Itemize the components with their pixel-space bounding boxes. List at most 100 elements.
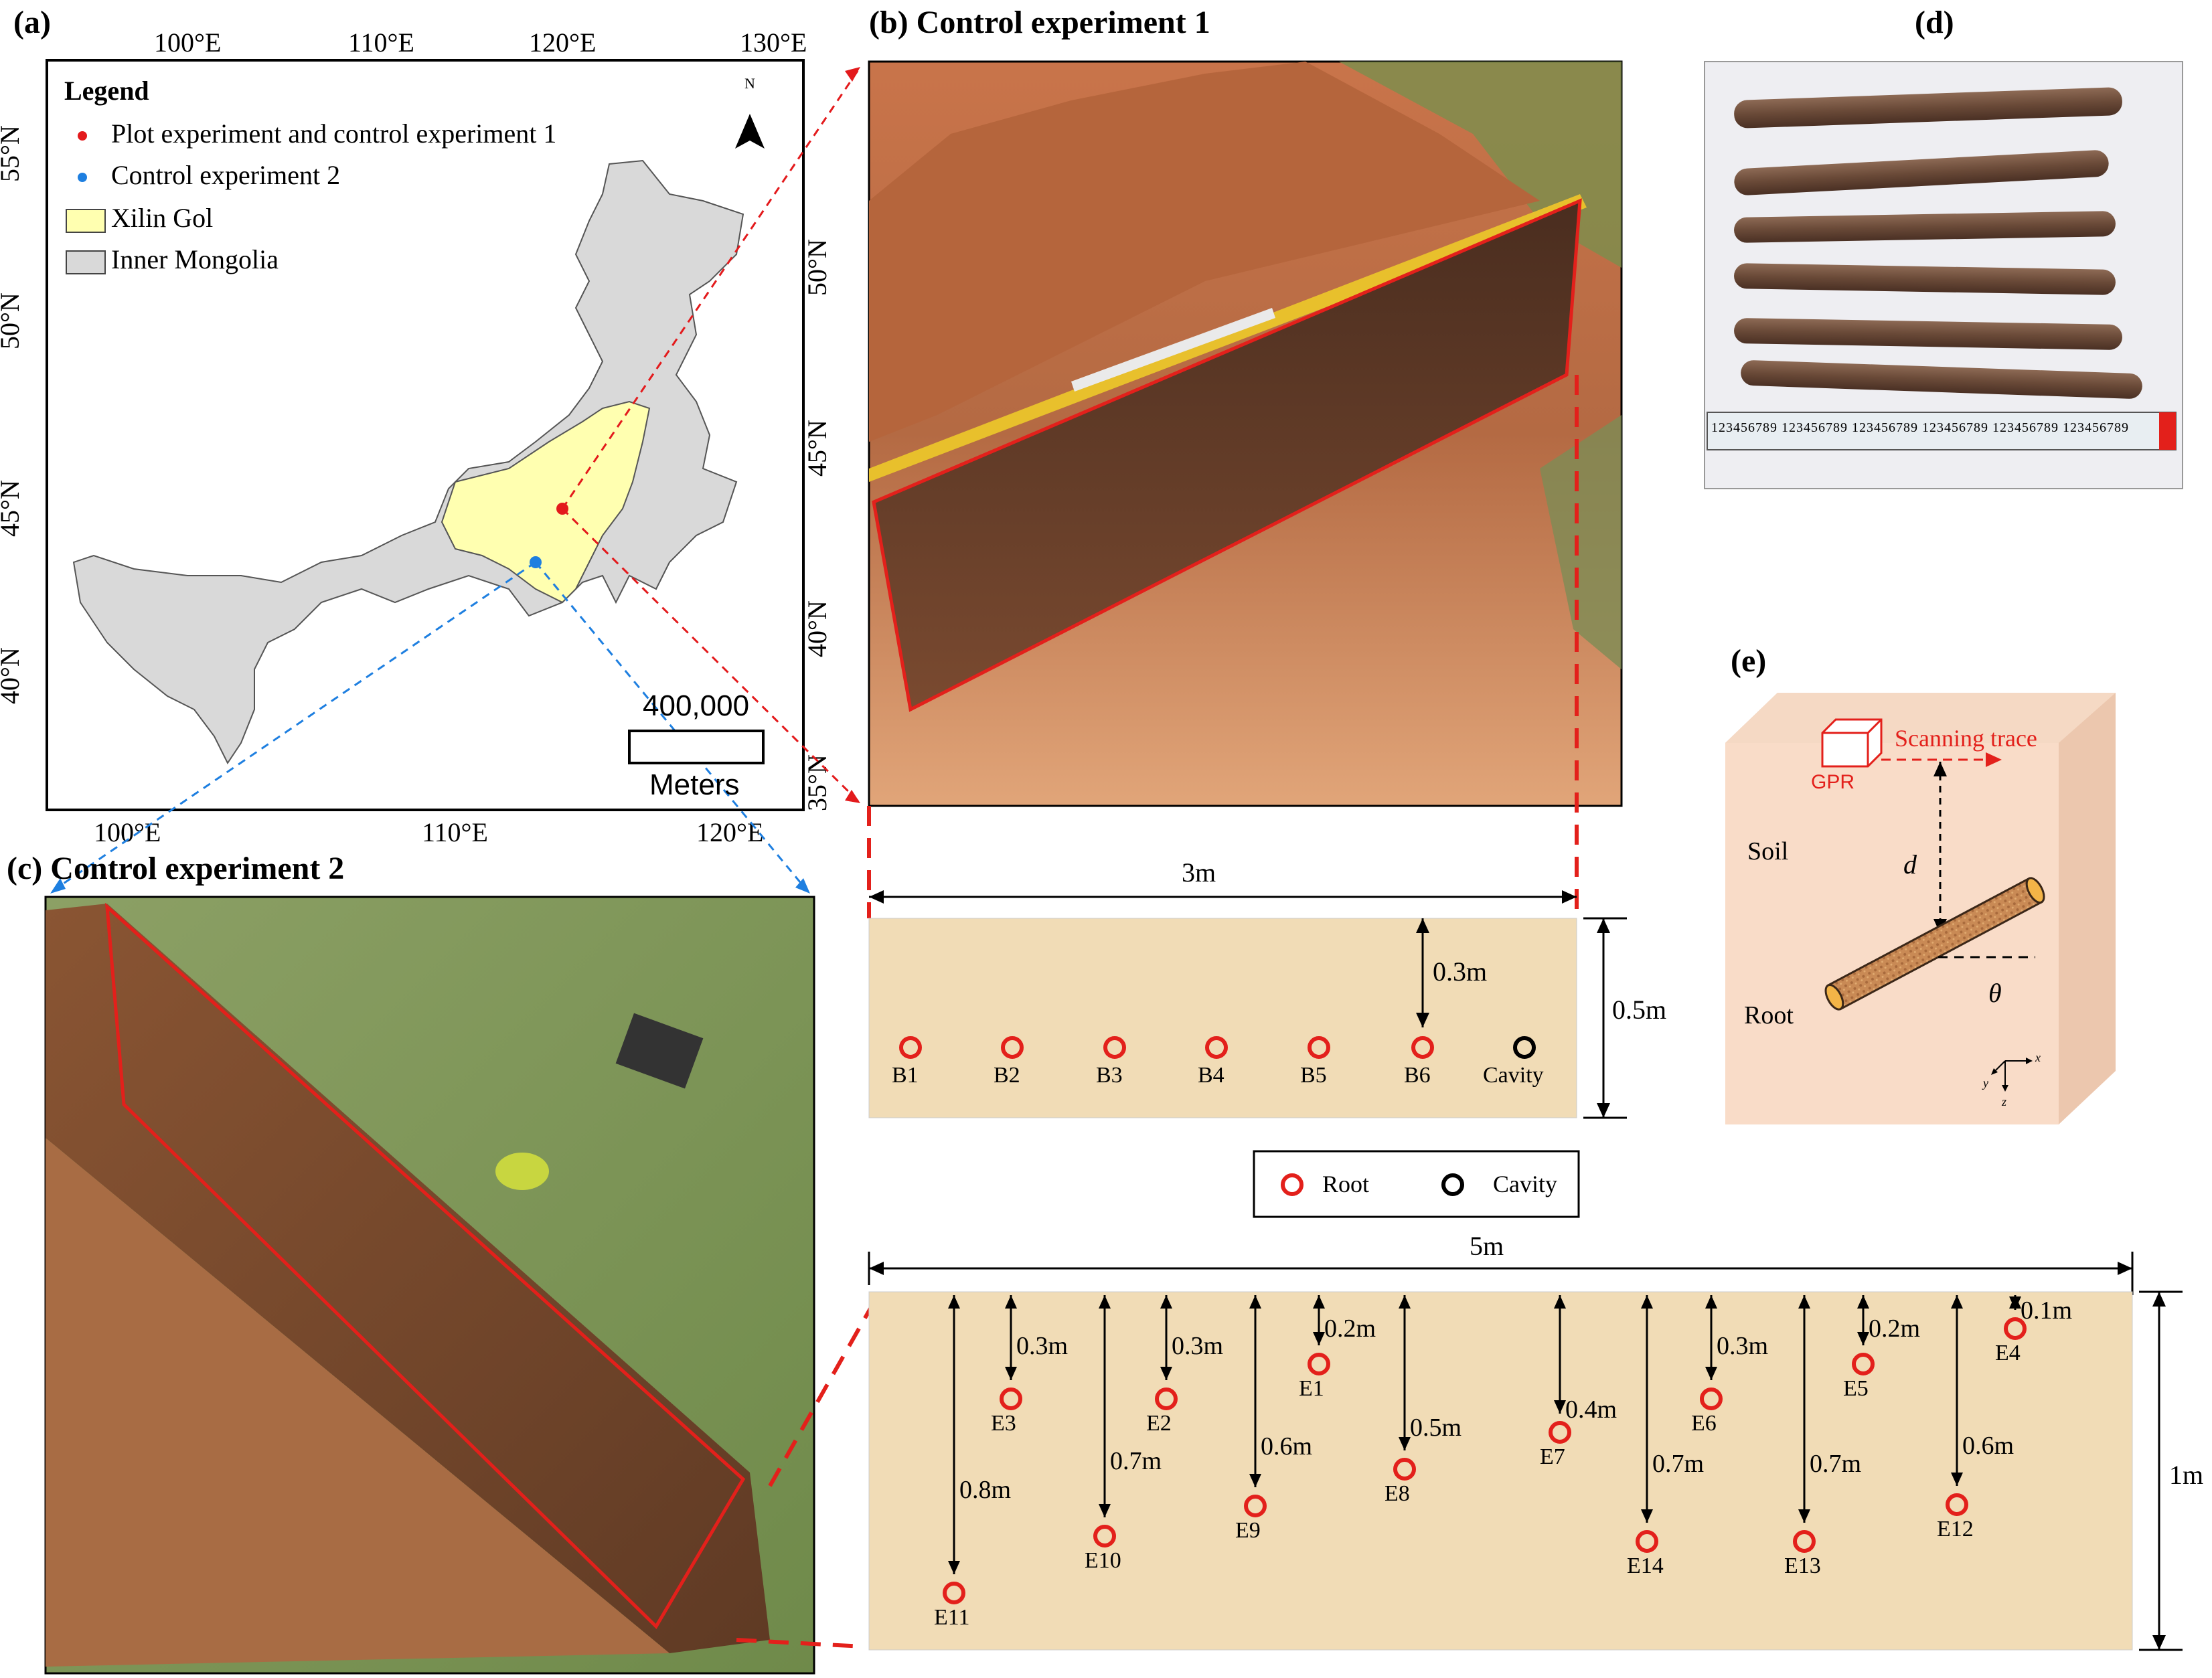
box-top: [1725, 693, 2116, 743]
root-sample-6: [1741, 360, 2142, 399]
guide-arrow-red-upper: [845, 67, 860, 82]
marker-e9: [1244, 1495, 1267, 1517]
marker-e12: [1946, 1493, 1968, 1516]
depth-arrow-head-bottom-e1: [1313, 1332, 1325, 1345]
scale-unit: Meters: [649, 768, 740, 801]
map-lon-top-2: 110°E: [348, 27, 414, 58]
diagram-e: [1725, 693, 2116, 1124]
guide-c-upper: [768, 1307, 872, 1487]
marker-label-e7: E7: [1540, 1444, 1565, 1469]
map-legend-title: Legend: [64, 76, 149, 106]
photo-b-outline: [872, 198, 1582, 712]
depth-label-e7: 0.4m: [1565, 1395, 1617, 1424]
depth-arrow-head-bottom-e14: [1641, 1509, 1653, 1523]
marker-e11: [943, 1582, 965, 1604]
legend-root-label: Root: [1322, 1171, 1370, 1197]
marker-e13: [1793, 1530, 1816, 1553]
depth-arrow-head-top-e10: [1099, 1295, 1111, 1309]
root-label: Root: [1744, 1001, 1794, 1029]
xilin-gol-region: [441, 400, 651, 604]
depth-arrow-head-top-e9: [1249, 1295, 1261, 1309]
root-sample-5: [1734, 318, 2122, 350]
b-width-label: 3m: [1182, 857, 1216, 888]
marker-label-e3: E3: [991, 1411, 1016, 1436]
depth-arrow-head-bottom-e7: [1554, 1400, 1566, 1414]
root-cylinder: [1824, 877, 2045, 1011]
marker-e2: [1155, 1388, 1178, 1410]
guide-arrow-blue-left: [50, 878, 66, 894]
marker-b3: [1103, 1036, 1126, 1059]
marker-label-e12: E12: [1937, 1517, 1974, 1541]
scale-value: 400,000: [643, 689, 750, 722]
marker-label-e11: E11: [934, 1605, 970, 1630]
depth-label-e6: 0.3m: [1717, 1331, 1769, 1360]
map-lon-bottom-1: 100°E: [94, 817, 161, 847]
root-sample-2: [1734, 150, 2109, 195]
map-legend-item-1: Plot experiment and control experiment 1: [111, 118, 557, 149]
depth-arrow-head-bottom-e4: [2009, 1296, 2021, 1310]
b-label-b1: B1: [892, 1063, 919, 1088]
map-lon-top-4: 130°E: [740, 27, 807, 58]
depth-arrow-head-top-e12: [1951, 1295, 1963, 1309]
depth-arrow-head-top-e5: [1857, 1295, 1869, 1309]
photo-c-outline: [104, 902, 746, 1630]
guide-line-blue-left: [53, 561, 536, 892]
guide-line-red-upper: [561, 66, 862, 509]
marker-label-e5: E5: [1843, 1376, 1869, 1401]
gpr-label: GPR: [1811, 771, 1855, 793]
marker-e14: [1636, 1530, 1658, 1553]
depth-label-e11: 0.8m: [959, 1475, 1012, 1504]
guide-arrow-blue-right: [795, 878, 810, 894]
gpr-device-icon: [1821, 718, 1883, 768]
map-legend-item-2: Control experiment 2: [111, 160, 341, 190]
legend-root-icon: [1281, 1173, 1304, 1196]
depth-arrow-head-bottom-e11: [948, 1561, 960, 1574]
map-lon-bottom-2: 110°E: [422, 817, 488, 847]
depth-arrow-head-top-e3: [1005, 1295, 1017, 1309]
legend-dot-plot: [78, 131, 87, 141]
map-lon-top-1: 100°E: [154, 27, 222, 58]
marker-e10: [1093, 1525, 1116, 1547]
depth-arrow-head-top-e14: [1641, 1295, 1653, 1309]
guide-line-blue-right: [534, 562, 808, 891]
depth-arrow-head-top-e6: [1705, 1295, 1717, 1309]
depth-arrow-head-top-e13: [1798, 1295, 1810, 1309]
schematic-b: [867, 375, 1627, 1119]
depth-arrow-head-top-e2: [1160, 1295, 1172, 1309]
b-label-b2: B2: [994, 1063, 1020, 1088]
map-legend-item-3: Xilin Gol: [111, 203, 214, 233]
marker-label-e9: E9: [1235, 1518, 1261, 1543]
marker-b1: [899, 1036, 922, 1059]
depth-arrow-head-top-e11: [948, 1295, 960, 1309]
north-label: N: [744, 75, 755, 92]
axis-x-label: x: [2035, 1051, 2041, 1064]
marker-b2: [1001, 1036, 1024, 1059]
marker-label-e14: E14: [1627, 1554, 1664, 1578]
measuring-tape: [1707, 412, 2177, 450]
depth-label-e8: 0.5m: [1410, 1414, 1462, 1442]
legend-swatch-xilin: [66, 209, 106, 233]
b-label-b4: B4: [1198, 1063, 1224, 1088]
depth-label-e2: 0.3m: [1172, 1331, 1224, 1360]
legend-cavity-label: Cavity: [1493, 1171, 1557, 1197]
photo-b: [868, 60, 1623, 807]
inner-mongolia-region: [72, 159, 744, 764]
root-sample-4: [1734, 263, 2116, 295]
b-label-b5: B5: [1300, 1063, 1327, 1088]
panel-d-label: (d): [1915, 5, 1954, 40]
marker-e1: [1308, 1353, 1330, 1375]
panel-c-label: (c) Control experiment 2: [7, 851, 345, 886]
marker-b6: [1411, 1036, 1434, 1059]
depth-arrow-head-bottom-e10: [1099, 1504, 1111, 1517]
axis-y-label: y: [1983, 1076, 1988, 1090]
b-label-b3: B3: [1096, 1063, 1123, 1088]
photo-d: [1704, 61, 2183, 489]
panel-b-label: (b) Control experiment 1: [869, 5, 1210, 40]
b-height-label: 0.5m: [1612, 995, 1667, 1025]
marker-label-e1: E1: [1299, 1376, 1324, 1401]
depth-arrow-head-bottom-e6: [1705, 1367, 1717, 1380]
soil-label: Soil: [1747, 837, 1789, 865]
marker-label-e10: E10: [1085, 1548, 1121, 1573]
depth-arrow-head-bottom-e8: [1399, 1437, 1411, 1450]
